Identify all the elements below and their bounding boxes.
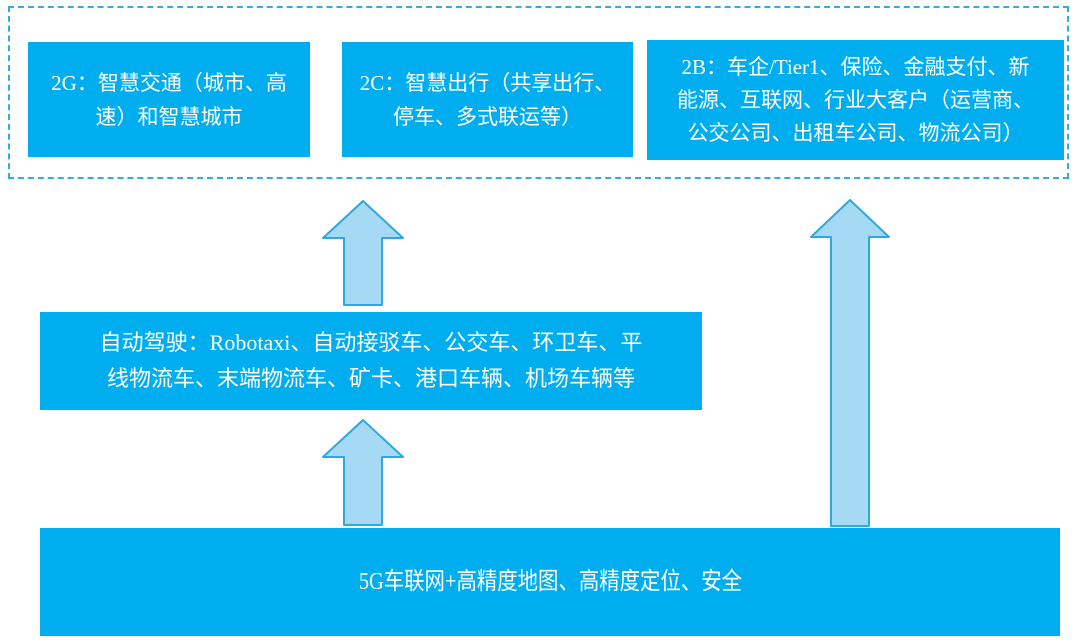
box-autonomous-driving-line: 自动驾驶：Robotaxi、自动接驳车、公交车、环卫车、平 [99, 330, 643, 355]
box-autonomous-driving-line: 线物流车、末端物流车、矿卡、港口车辆、机场车辆等 [106, 366, 635, 391]
box-5g-foundation-line: 5G车联网+高精度地图、高精度定位、安全 [358, 569, 742, 595]
box-5g-foundation: 5G车联网+高精度地图、高精度定位、安全 [40, 528, 1060, 636]
box-2b-line: 能源、互联网、行业大客户（运营商、 [677, 87, 1034, 112]
box-2g-smart-transport: 2G：智慧交通（城市、高 速）和智慧城市 [28, 42, 310, 157]
top-applications-dashed-group [8, 6, 1069, 179]
box-2g-line: 2G：智慧交通（城市、高 [51, 70, 287, 95]
box-2g-line: 速）和智慧城市 [95, 104, 243, 129]
up-arrow-bottom-to-top-icon [810, 199, 890, 527]
box-2c-line: 停车、多式联运等） [393, 104, 582, 129]
box-2c-line: 2C：智慧出行（共享出行、 [359, 70, 616, 95]
box-autonomous-driving: 自动驾驶：Robotaxi、自动接驳车、公交车、环卫车、平 线物流车、末端物流车… [40, 312, 702, 410]
box-2b-line: 2B：车企/Tier1、保险、金融支付、新 [681, 54, 1030, 79]
box-2b-line: 公交公司、出租车公司、物流公司） [687, 120, 1024, 145]
box-2b-business-customers: 2B：车企/Tier1、保险、金融支付、新 能源、互联网、行业大客户（运营商、 … [647, 40, 1064, 160]
up-arrow-bottom-to-middle-icon [322, 419, 404, 526]
up-arrow-middle-to-top-icon [322, 200, 404, 306]
box-2c-smart-mobility: 2C：智慧出行（共享出行、 停车、多式联运等） [342, 42, 633, 157]
